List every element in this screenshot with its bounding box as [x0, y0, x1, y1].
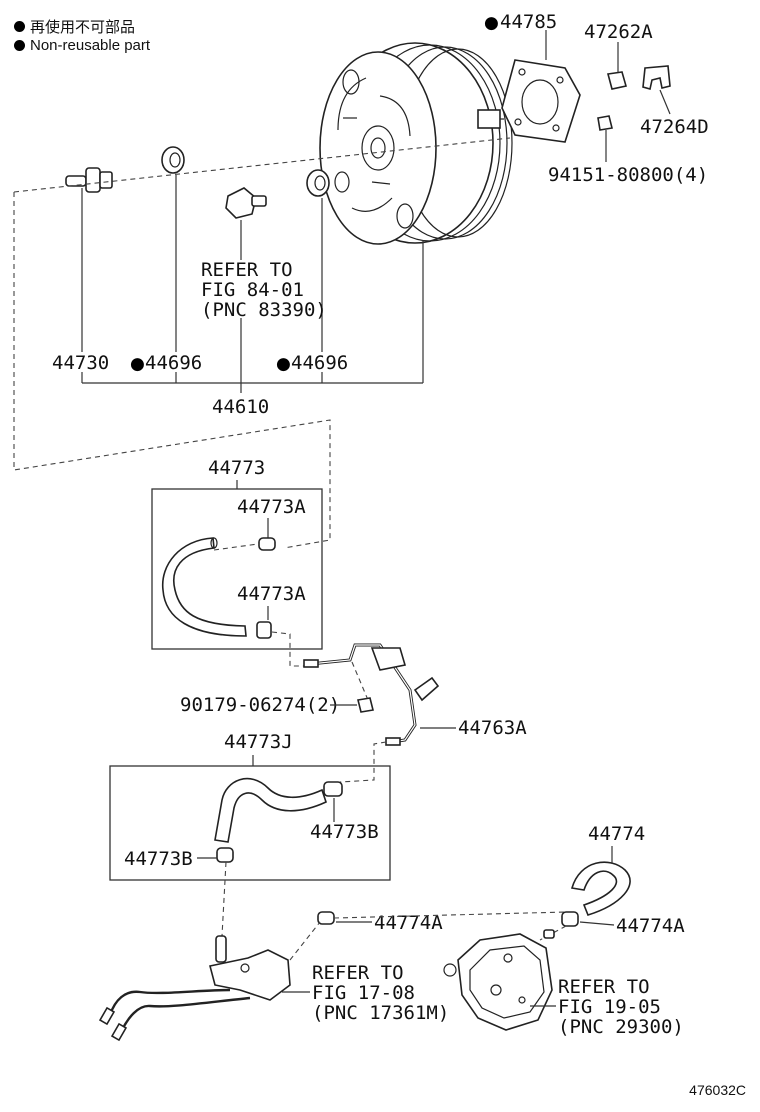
hose-44773[interactable] — [161, 537, 247, 637]
label-44773B-right: 44773B — [310, 821, 379, 843]
clamp-44773A-bottom[interactable] — [256, 621, 272, 639]
ref1-line3: (PNC 83390) — [201, 299, 327, 321]
label-44696-right: 44696 — [291, 352, 348, 374]
hose-44773J[interactable] — [214, 777, 327, 843]
label-44610: 44610 — [212, 396, 269, 418]
ref2-line3: (PNC 17361M) — [312, 1002, 449, 1024]
clamp-44773B-left[interactable] — [216, 847, 234, 863]
ref2-line1: REFER TO — [312, 962, 404, 984]
legend-jp-text: 再使用不可部品 — [30, 19, 136, 36]
label-44774A-right: 44774A — [616, 915, 685, 937]
clamp-44774A-right[interactable] — [561, 911, 579, 927]
label-44773: 44773 — [208, 457, 265, 479]
hose-44774[interactable] — [570, 861, 631, 916]
ref1-line2: FIG 84-01 — [201, 279, 304, 301]
label-44774: 44774 — [588, 823, 645, 845]
label-47262A: 47262A — [584, 21, 653, 43]
box-44773J — [109, 765, 391, 881]
nut-94151[interactable] — [597, 115, 613, 131]
label-90179: 90179-06274(2) — [180, 694, 340, 716]
ref3-line1: REFER TO — [558, 976, 650, 998]
label-44696-left: 44696 — [145, 352, 202, 374]
label-44785: 44785 — [500, 11, 557, 33]
box-44773 — [151, 488, 323, 650]
bullet-icon — [14, 21, 25, 32]
grommet-44696-right[interactable] — [306, 169, 330, 197]
ref1-line1: REFER TO — [201, 259, 293, 281]
pipe-44763A[interactable] — [303, 643, 440, 746]
vacuum-sensor[interactable] — [225, 187, 267, 219]
label-94151: 94151-80800(4) — [548, 164, 708, 186]
label-44773A-bottom: 44773A — [237, 583, 306, 605]
clip-47264D[interactable] — [642, 65, 671, 91]
svg-text:●: ● — [276, 354, 291, 374]
svg-text:●: ● — [130, 354, 145, 374]
grommet-44696-left[interactable] — [161, 146, 185, 174]
brake-booster[interactable] — [319, 42, 513, 245]
label-44773J: 44773J — [224, 731, 293, 753]
clamp-44773A-top[interactable] — [258, 537, 276, 551]
legend-en-text: Non-reusable part — [30, 37, 151, 54]
label-44773B-left: 44773B — [124, 848, 193, 870]
label-47264D: 47264D — [640, 116, 709, 138]
ref3-line2: FIG 19-05 — [558, 996, 661, 1018]
legend-non-reusable-jp: 再使用不可部品 — [14, 16, 135, 37]
ref3-line3: (PNC 29300) — [558, 1016, 684, 1038]
hose-route-line — [13, 192, 331, 549]
svg-text:●: ● — [484, 13, 499, 33]
label-44774A-left: 44774A — [374, 912, 443, 934]
nut-47262A[interactable] — [606, 71, 628, 90]
check-valve-44730[interactable] — [65, 167, 113, 193]
bolt-90179[interactable] — [357, 697, 374, 713]
vacuum-pipe-assembly[interactable] — [98, 935, 291, 1042]
clamp-44773B-right[interactable] — [323, 781, 343, 797]
legend-non-reusable-en: Non-reusable part — [14, 37, 150, 54]
ref2-line2: FIG 17-08 — [312, 982, 415, 1004]
alignment-line-top — [13, 137, 511, 193]
vacuum-pump[interactable] — [443, 929, 555, 1031]
bullet-icon — [14, 40, 25, 51]
label-44763A: 44763A — [458, 717, 527, 739]
gasket-44785[interactable] — [501, 59, 581, 143]
figure-id: 476032C — [689, 1082, 746, 1098]
label-44730: 44730 — [52, 352, 109, 374]
clamp-44774A-left[interactable] — [317, 911, 335, 925]
label-44773A-top: 44773A — [237, 496, 306, 518]
